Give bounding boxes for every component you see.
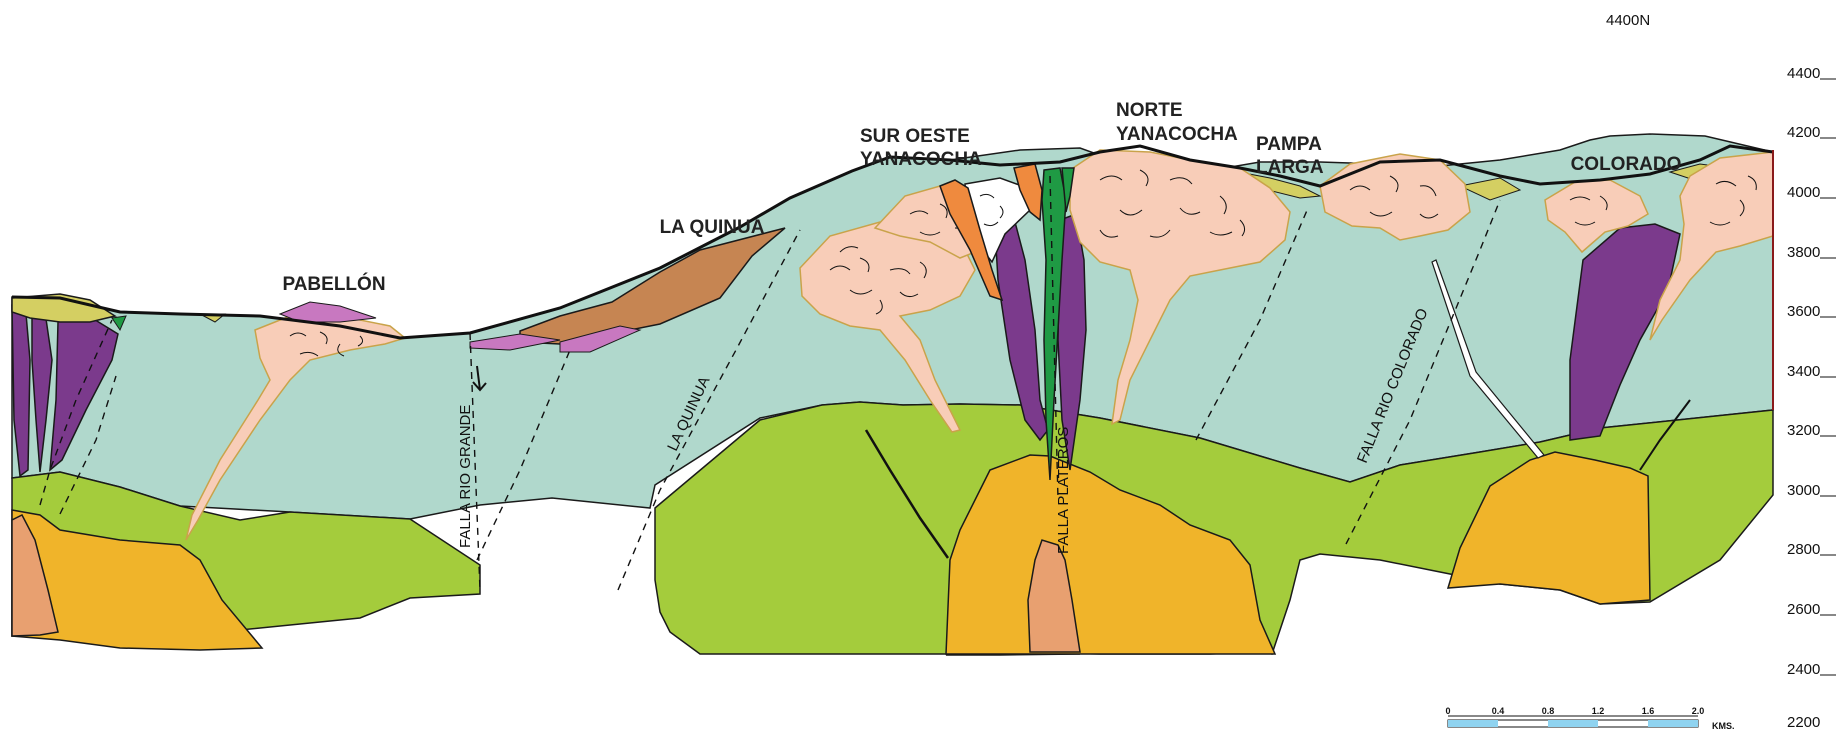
fault-label-rio-grande: FALLA RIO GRANDE <box>457 405 474 548</box>
scale-tick: 1.2 <box>1592 706 1605 716</box>
elevation-tick: 4000 <box>1787 184 1820 201</box>
elevation-tick: 4200 <box>1787 124 1820 141</box>
elevation-axis: 4400 4200 4000 3800 3600 3400 3200 3000 … <box>1787 65 1836 731</box>
scale-unit: KMS. <box>1712 721 1735 731</box>
deposit-label-colorado: COLORADO <box>1571 154 1682 175</box>
elevation-tick: 3600 <box>1787 303 1820 320</box>
elevation-tick: 2600 <box>1787 601 1820 618</box>
elevation-tick: 3200 <box>1787 422 1820 439</box>
deposit-label-pampa-larga-line2: LARGA <box>1256 157 1324 178</box>
section-northing: 4400N <box>1606 12 1650 29</box>
elevation-tick: 2800 <box>1787 541 1820 558</box>
deposit-label-norte-line2: YANACOCHA <box>1116 124 1238 145</box>
scale-tick: 0.8 <box>1542 706 1555 716</box>
elevation-tick: 2400 <box>1787 661 1820 678</box>
elevation-tick: 3400 <box>1787 363 1820 380</box>
deposit-label-la-quinua: LA QUINUA <box>660 217 765 238</box>
scale-tick: 0.4 <box>1492 706 1505 716</box>
scale-tick: 2.0 <box>1692 706 1705 716</box>
scale-tick: 1.6 <box>1642 706 1655 716</box>
scale-bar: 0 0.4 0.8 1.2 1.6 2.0 KMS. <box>1445 706 1734 731</box>
fault-label-plateros: FALLA PLATEROS <box>1055 427 1072 554</box>
elevation-tick: 4400 <box>1787 65 1820 82</box>
deposit-label-pabellon: PABELLÓN <box>282 273 385 295</box>
deposit-label-norte-line1: NORTE <box>1116 100 1183 121</box>
deposit-label-sur-oeste-line2: YANACOCHA <box>860 149 982 170</box>
elevation-tick: 3800 <box>1787 244 1820 261</box>
deposit-label-pampa-larga-line1: PAMPA <box>1256 134 1322 155</box>
scale-tick: 0 <box>1445 706 1450 716</box>
elevation-tick: 2200 <box>1787 714 1820 731</box>
elevation-tick: 3000 <box>1787 482 1820 499</box>
deposit-label-sur-oeste-line1: SUR OESTE <box>860 126 970 147</box>
